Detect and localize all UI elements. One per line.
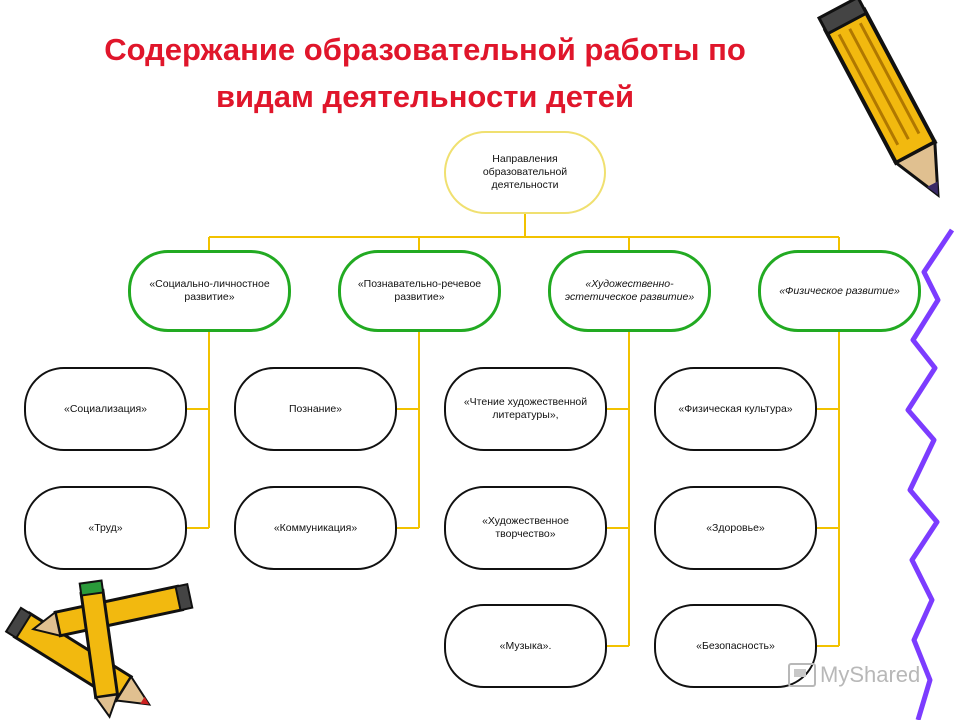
item-node-reading: «Чтение художественной литературы», xyxy=(444,367,607,451)
item-node-health: «Здоровье» xyxy=(654,486,817,570)
title-line-1: Содержание образовательной работы по xyxy=(104,32,746,67)
item-node-music: «Музыка». xyxy=(444,604,607,688)
watermark: MyShared xyxy=(788,662,920,688)
item-node-labor: «Труд» xyxy=(24,486,187,570)
category-node-artistic: «Художественно-эстетическое развитие» xyxy=(548,250,711,332)
presentation-icon xyxy=(788,663,816,687)
title-line-2: видам деятельности детей xyxy=(215,79,635,114)
category-node-cognitive: «Познавательно-речевое развитие» xyxy=(338,250,501,332)
watermark-text: MyShared xyxy=(820,662,921,687)
root-node: Направления образовательной деятельности xyxy=(444,131,606,214)
item-node-cognition: Познание» xyxy=(234,367,397,451)
page-title: Содержание образовательной работы по вид… xyxy=(20,26,830,120)
item-node-socialization: «Социализация» xyxy=(24,367,187,451)
item-node-physical-culture: «Физическая культура» xyxy=(654,367,817,451)
category-node-social: «Социально-личностное развитие» xyxy=(128,250,291,332)
item-node-communication: «Коммуникация» xyxy=(234,486,397,570)
item-node-art-creativity: «Художественное творчество» xyxy=(444,486,607,570)
category-node-physical: «Физическое развитие» xyxy=(758,250,921,332)
